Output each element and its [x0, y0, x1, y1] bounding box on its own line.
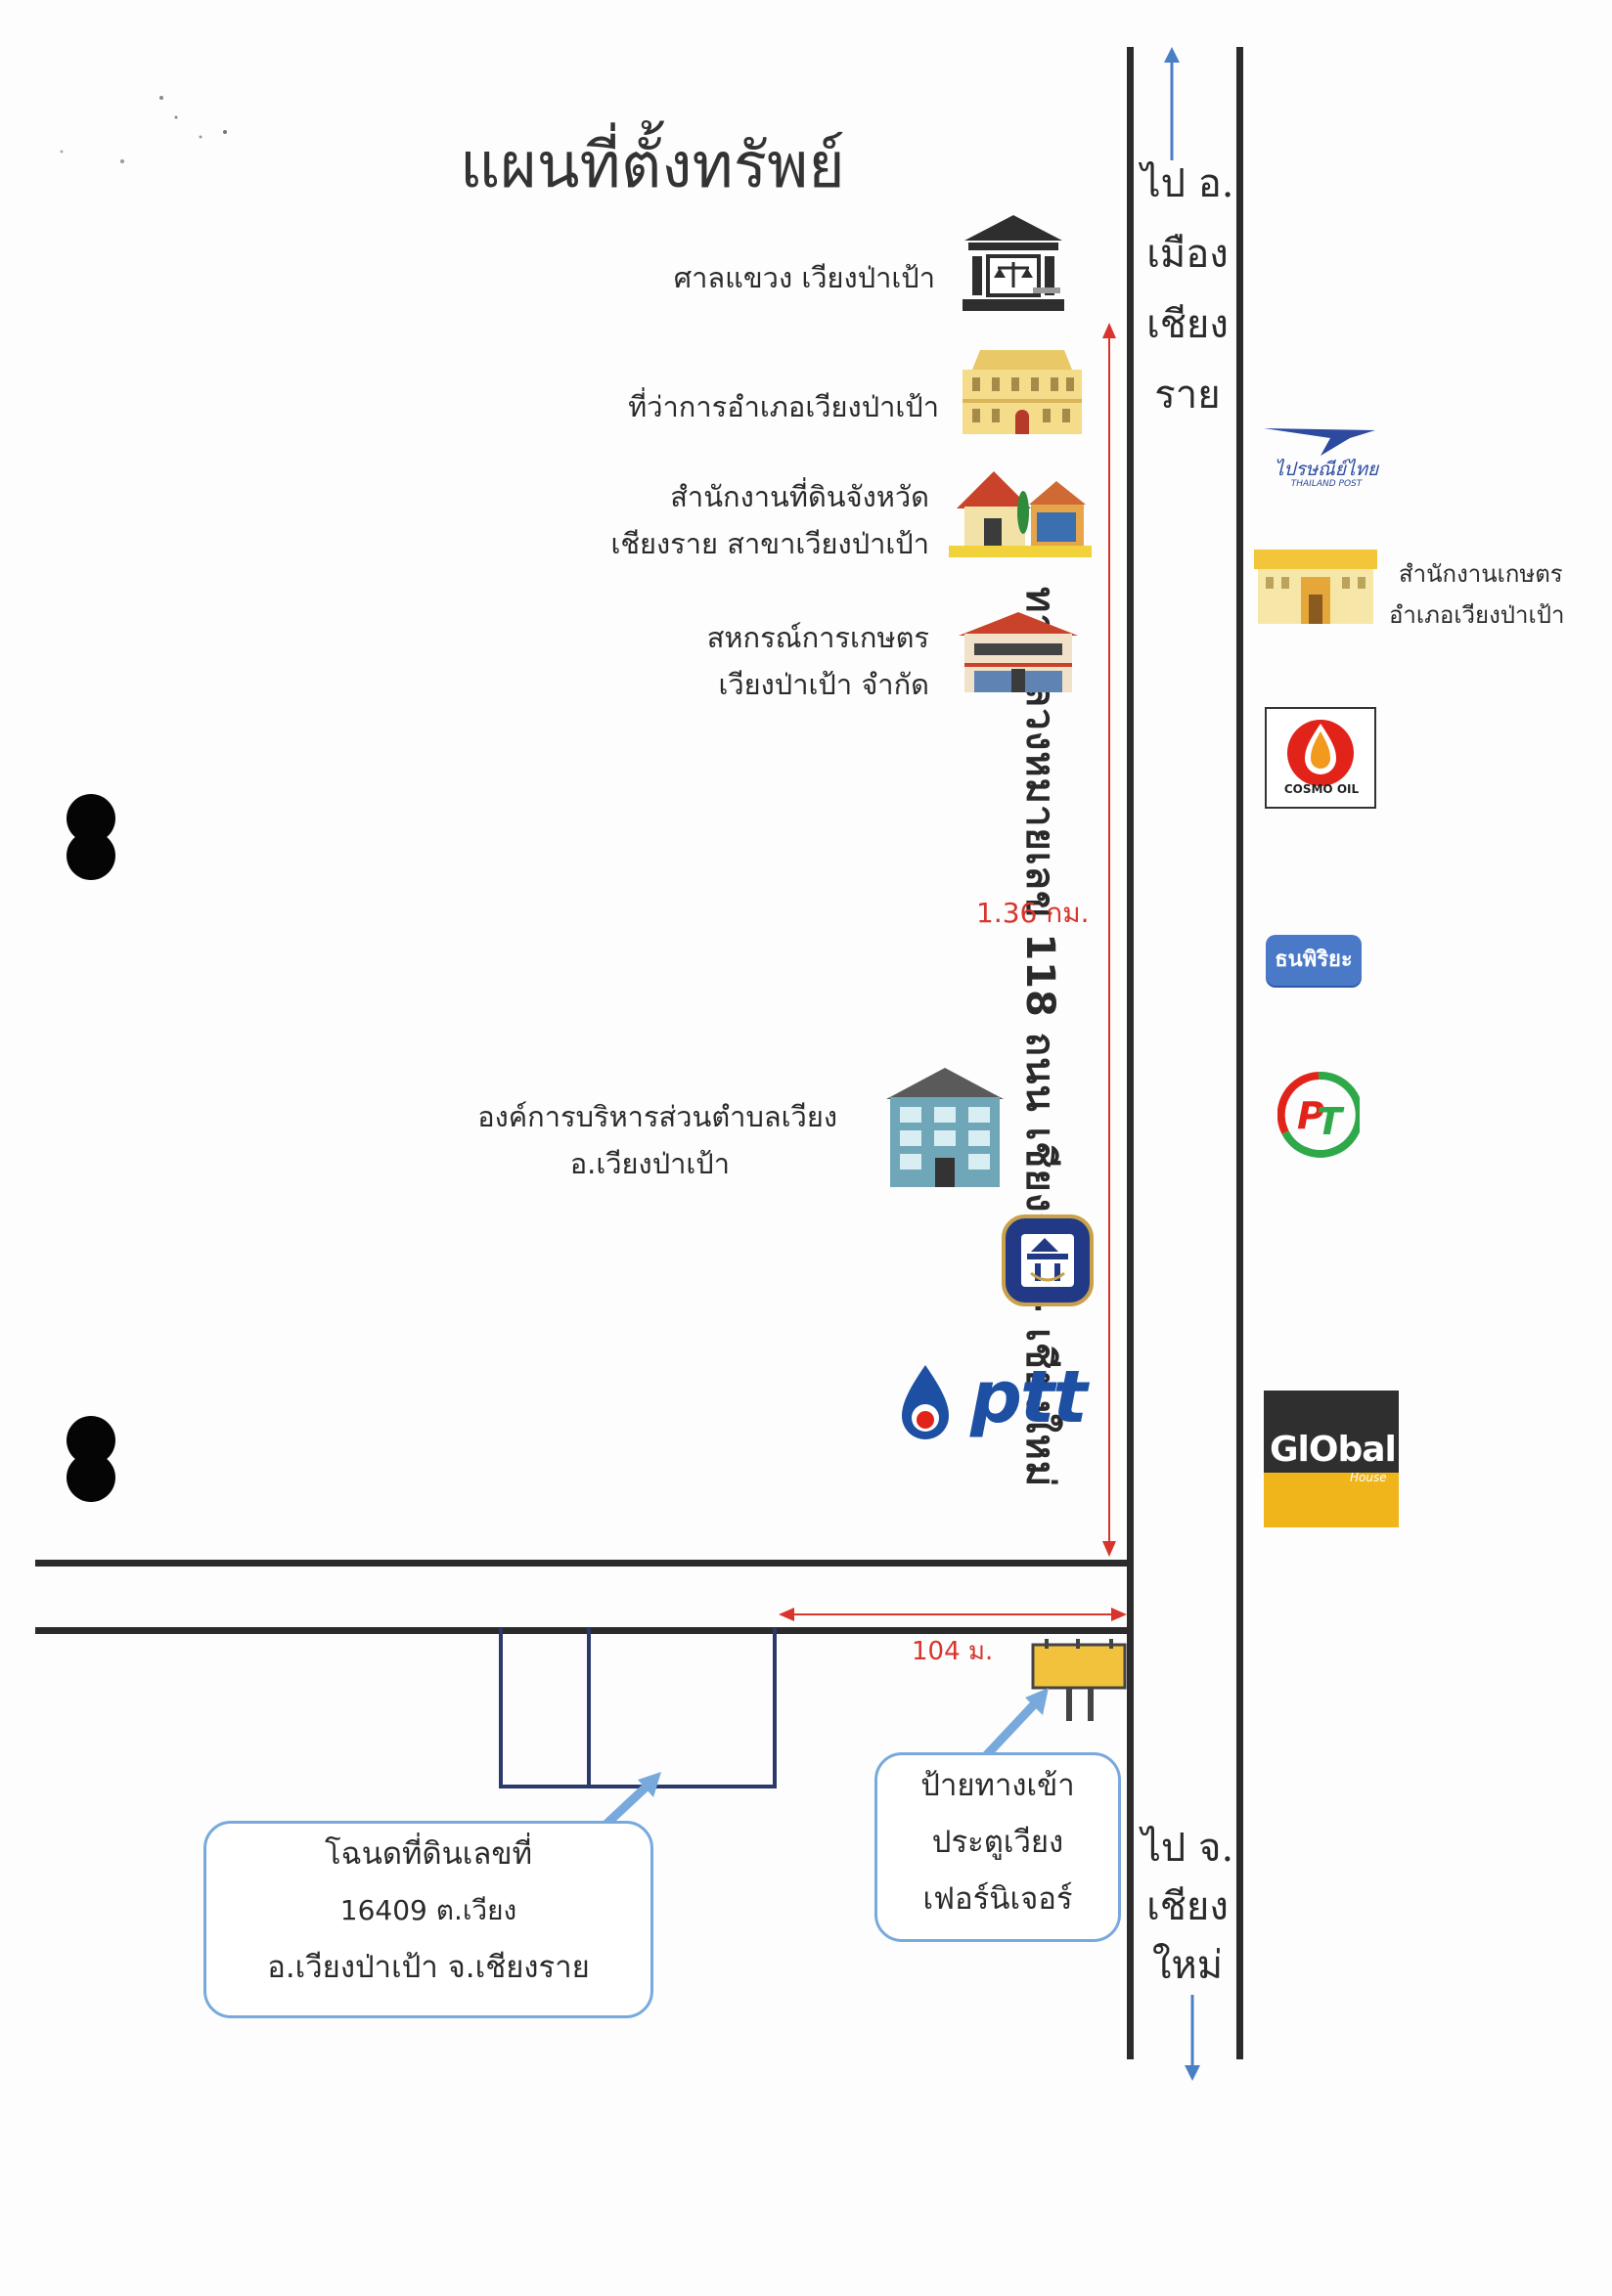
map-title: แผนที่ตั้งทรัพย์ [460, 130, 845, 202]
north-direction-label: ไป อ.เมือง เชียงราย [1141, 161, 1234, 418]
distance-arrow-horizontal [779, 1608, 1127, 1621]
main-road-east-edge [1236, 47, 1243, 2059]
district-office-icon [963, 350, 1082, 434]
side-road-south-edge [35, 1627, 1131, 1634]
thanapirom-logo: ธนพิริยะ [1266, 935, 1362, 986]
punch-hole-bottom-2 [67, 1453, 115, 1502]
sao-building-icon [886, 1068, 1004, 1187]
cosmo-oil-logo-icon [1265, 707, 1376, 809]
agri-office-icon [1254, 550, 1377, 624]
thailand-post-wing-icon [1264, 428, 1375, 456]
global-house-subtext: House [1350, 1471, 1387, 1484]
ptt-logo-icon [902, 1365, 949, 1439]
thanapirom-logo-text: ธนพิริยะ [1275, 948, 1353, 972]
thailand-post-label: ไปรษณีย์ไทย THAILAND POST [1274, 459, 1379, 489]
sao-label: องค์การบริหารส่วนตำบลเวียงอ.เวียงป่าเป้า [477, 1100, 837, 1180]
agri-office-label: สำนักงานเกษตร อำเภอเวียงป่าเป้า [1389, 560, 1565, 629]
court-icon [963, 215, 1064, 311]
punch-hole-top-2 [67, 831, 115, 880]
global-house-logo: GlObal House [1264, 1391, 1399, 1527]
district-office-label: ที่ว่าการอำเภอเวียงป่าเป้า [628, 390, 939, 423]
cosmo-oil-label: COSMO OIL [1283, 782, 1360, 796]
global-house-text: GlObal [1270, 1430, 1397, 1470]
coop-label: สหกรณ์การเกษตรเวียงป่าเป้า จำกัด [706, 621, 929, 701]
distance-label-vertical: 1.36 กม. [976, 897, 1090, 929]
north-arrow-icon [1164, 47, 1180, 160]
main-road-west-edge [1127, 47, 1134, 2059]
pt-logo-icon: P T [1277, 1072, 1360, 1158]
bank-logo-icon [1002, 1214, 1094, 1306]
highway-name: ทางหลวงหมายเลข 118 ถนน เชียงราย - เชียงใ… [1017, 587, 1062, 1488]
entrance-sign-callout: ป้ายทางเข้าประตูเวียงเฟอร์นิเจอร์ [874, 1752, 1121, 1942]
svg-text:T: T [1317, 1100, 1345, 1143]
coop-icon [959, 612, 1078, 692]
entrance-sign-icon [1031, 1639, 1127, 1721]
land-office-label: สำนักงานที่ดินจังหวัดเชียงราย สาขาเวียงป… [610, 480, 929, 560]
land-plot-divider [587, 1628, 591, 1788]
distance-label-horizontal: 104 ม. [912, 1637, 994, 1666]
land-plot-outline [499, 1628, 777, 1788]
land-deed-callout: โฉนดที่ดินเลขที่16409 ต.เวียงอ.เวียงป่าเ… [203, 1821, 653, 2018]
land-office-icon [949, 471, 1092, 557]
distance-arrow-vertical [1102, 323, 1116, 1557]
side-road-north-edge [35, 1560, 1131, 1567]
svg-text:P: P [1297, 1094, 1324, 1137]
ptt-logo-text: ptt [970, 1355, 1088, 1439]
south-arrow-icon [1185, 1995, 1200, 2081]
court-label: ศาลแขวง เวียงป่าเป้า [673, 261, 935, 294]
scan-specks [60, 96, 227, 163]
south-direction-label: ไป จ.เชียงใหม่ [1141, 1826, 1234, 1988]
